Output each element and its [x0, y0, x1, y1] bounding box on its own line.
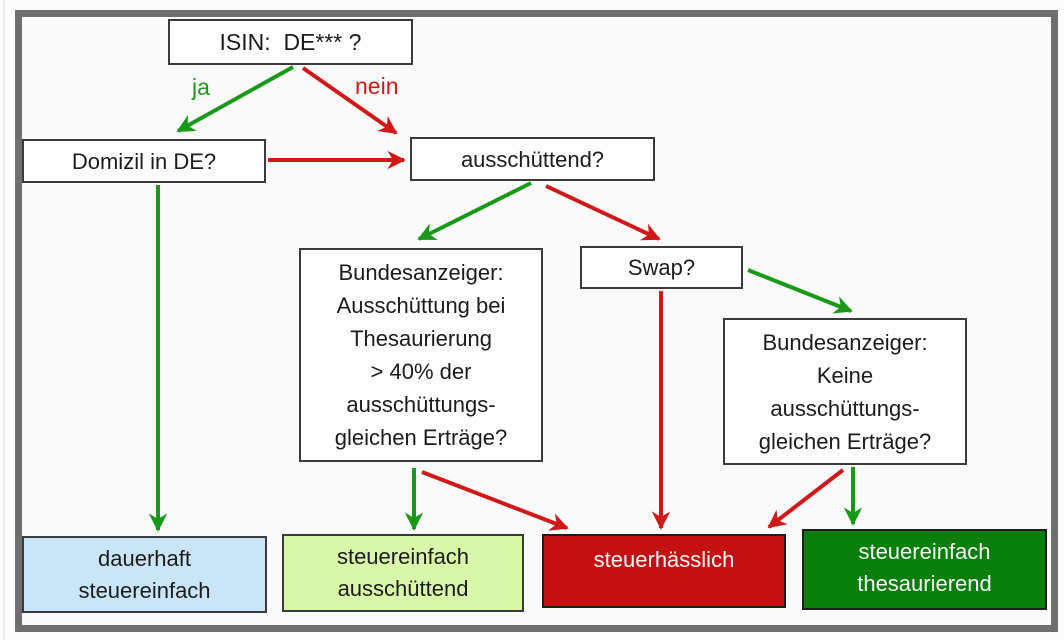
result-line: steuereinfach [336, 544, 470, 569]
node-domizil-question: Domizil in DE? [22, 139, 266, 183]
result-line: dauerhaft [98, 546, 191, 571]
node-line: Thesaurierung [350, 326, 492, 351]
result-steuereinfach-thesaurierend: steuereinfach thesaurierend [802, 529, 1047, 610]
node-bundesanzeiger-ausschuettung-question: Bundesanzeiger: Ausschüttung bei Thesaur… [299, 248, 543, 462]
result-line: ausschüttend [337, 576, 469, 601]
result-steuereinfach-ausschuettend: steuereinfach ausschüttend [282, 534, 524, 612]
node-ausschuettend-label: ausschüttend? [460, 146, 605, 172]
node-isin-label: ISIN: DE*** ? [219, 28, 362, 55]
node-swap-label: Swap? [627, 255, 696, 280]
node-line: Ausschüttung bei [336, 293, 506, 318]
result-steuerhaesslich: steuerhässlich [542, 534, 786, 608]
result-line: thesaurierend [857, 571, 992, 596]
node-line: gleichen Erträge? [334, 425, 508, 450]
node-line: Bundesanzeiger: [762, 329, 928, 355]
node-ausschuettend-question: ausschüttend? [410, 137, 655, 181]
node-isin-question: ISIN: DE*** ? [168, 19, 413, 65]
node-bundesanzeiger-keine-question: Bundesanzeiger: Keine ausschüttungs- gle… [723, 318, 967, 465]
node-line: gleichen Erträge? [758, 428, 932, 454]
result-line: steuerhässlich [593, 547, 735, 572]
result-dauerhaft-steuereinfach: dauerhaft steuereinfach [22, 536, 267, 613]
result-line: steuereinfach [78, 578, 211, 603]
node-domizil-label: Domizil in DE? [71, 148, 217, 174]
edge-label-nein: nein [355, 73, 399, 99]
node-swap-question: Swap? [580, 246, 743, 289]
edge-label-ja: ja [192, 74, 210, 100]
node-line: Keine [816, 362, 874, 388]
node-line: ausschüttungs- [770, 395, 920, 421]
result-line: steuereinfach [858, 539, 991, 564]
node-line: > 40% der [370, 359, 472, 384]
node-line: Bundesanzeiger: [338, 260, 504, 285]
page-edge-line [3, 0, 5, 640]
node-line: ausschüttungs- [346, 392, 496, 417]
